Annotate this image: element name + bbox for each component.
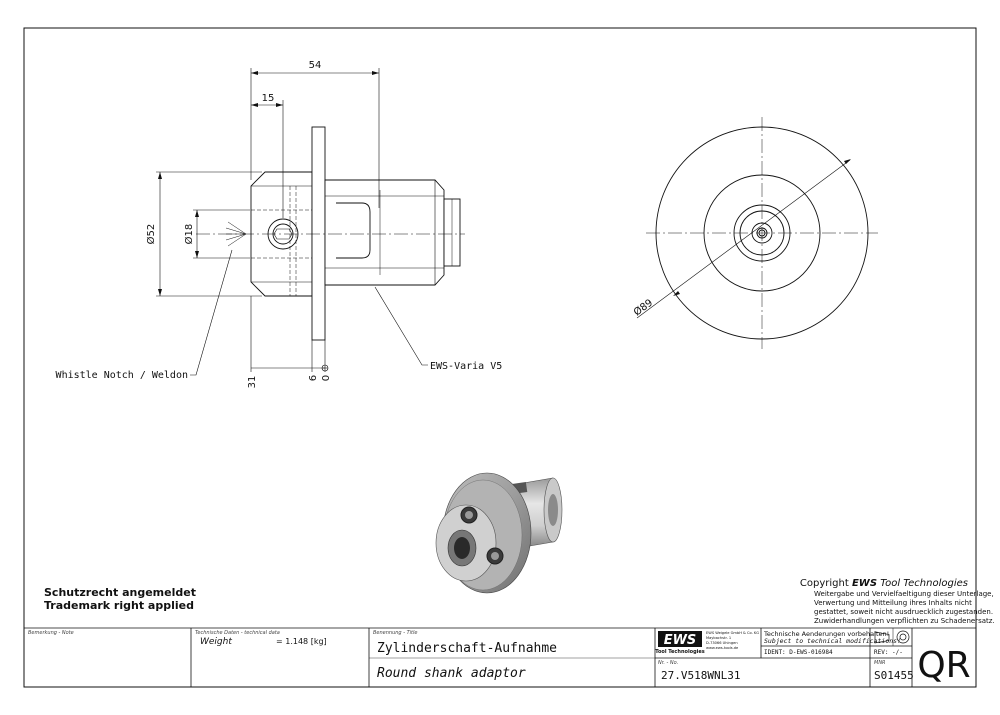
dim-6: 6	[308, 375, 319, 381]
ews-logo	[658, 631, 702, 647]
weldon-label: Whistle Notch / Weldon	[56, 370, 188, 381]
ews-logo-text: EWS	[664, 633, 697, 648]
title-block	[24, 627, 976, 687]
qr-code-label: QR	[917, 645, 970, 686]
side-view-dimensions	[156, 68, 428, 376]
dim-0: 0	[321, 375, 332, 381]
revision: REV: -/-	[874, 649, 903, 656]
copyright-line: Zuwiderhandlungen verpflichten zu Schade…	[814, 617, 995, 625]
title-label: Benennung - Title	[373, 630, 417, 636]
number-label: Nr. - No.	[658, 660, 678, 666]
mnr-label: MNR	[874, 660, 886, 666]
patent-note-de: Schutzrecht angemeldet	[44, 586, 196, 599]
company-line: www.ews-tools.de	[706, 646, 739, 650]
ident: IDENT: D-EWS-016984	[764, 649, 833, 656]
dim-31: 31	[247, 376, 258, 389]
varia-label: EWS-Varia V5	[430, 361, 502, 372]
weight-value: = 1.148 [kg]	[276, 637, 327, 646]
copyright-line: Verwertung und Mitteilung ihres Inhalts …	[814, 599, 972, 607]
note-label: Bemerkung - Note	[28, 630, 74, 636]
projection-symbol-icon	[874, 630, 910, 644]
copyright-heading: Copyright EWS Tool Technologies	[800, 578, 968, 589]
patent-note-en: Trademark right applied	[44, 599, 194, 612]
weight-label: Weight	[200, 637, 232, 647]
changes-de: Technische Aenderungen vorbehalten!	[763, 630, 889, 638]
dim-15: 15	[262, 93, 275, 104]
drawing-frame	[23, 27, 977, 688]
product-render	[435, 472, 563, 594]
mnr-value: S01455	[874, 669, 914, 682]
dim-diameter-89: Ø89	[631, 297, 655, 319]
copyright-line: Weitergabe und Vervielfaeltigung dieser …	[814, 590, 994, 598]
tech-data-label: Technische Daten - technical data	[195, 630, 280, 636]
title-en: Round shank adaptor	[377, 666, 526, 681]
title-de: Zylinderschaft-Aufnahme	[377, 641, 557, 656]
dim-54: 54	[309, 60, 322, 71]
dim-diameter-52: Ø52	[145, 224, 157, 245]
copyright-line: gestattet, soweit nicht ausdruecklich zu…	[814, 608, 993, 616]
part-number: 27.V518WNL31	[661, 669, 740, 682]
company-line: EWS Weigele GmbH & Co. KG	[706, 631, 759, 635]
front-view	[636, 117, 878, 349]
changes-en: Subject to technical modifications!	[764, 637, 901, 645]
ews-logo-sub: Tool Technologies	[655, 649, 705, 655]
dim-diameter-18: Ø18	[183, 224, 195, 245]
side-view	[196, 126, 465, 341]
company-line: Maybachstr. 1	[706, 636, 731, 640]
company-line: D-73066 Uhingen	[706, 641, 738, 645]
